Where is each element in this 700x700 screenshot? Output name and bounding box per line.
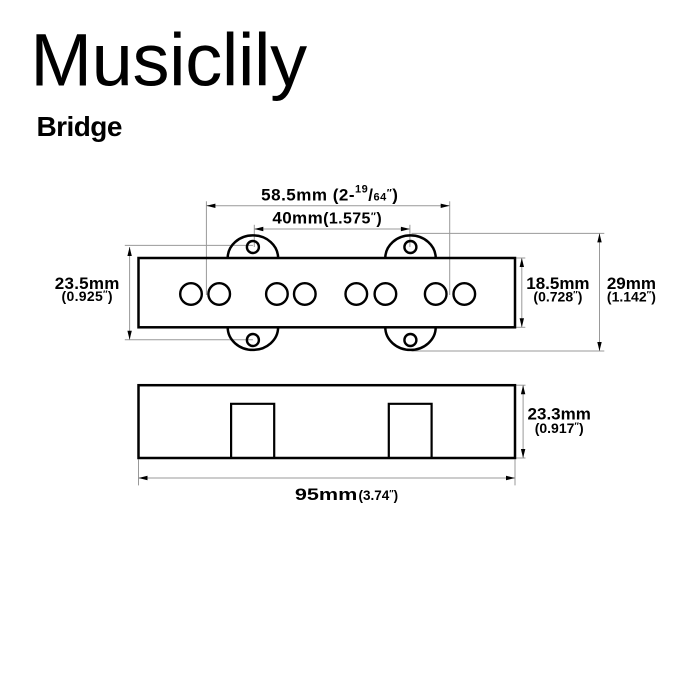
svg-text:(1.142″): (1.142″) [607,288,656,304]
svg-text:(0.925″): (0.925″) [62,288,113,304]
svg-text:23.5mm: 23.5mm [55,274,120,293]
svg-text:18.5mm: 18.5mm [526,274,589,293]
svg-text:29mm: 29mm [607,274,656,293]
svg-text:Musiclily: Musiclily [30,18,307,101]
svg-text:95mm: 95mm [295,485,357,504]
svg-text:(3.74″): (3.74″) [359,488,399,503]
svg-text:(0.917″): (0.917″) [535,420,584,436]
svg-text:58.5mm (2-19/64″): 58.5mm (2-19/64″) [261,184,398,205]
svg-text:23.3mm: 23.3mm [528,404,591,423]
svg-text:40mm(1.575″): 40mm(1.575″) [272,209,382,228]
svg-text:(0.728″): (0.728″) [533,288,582,304]
svg-text:Bridge: Bridge [37,111,122,142]
